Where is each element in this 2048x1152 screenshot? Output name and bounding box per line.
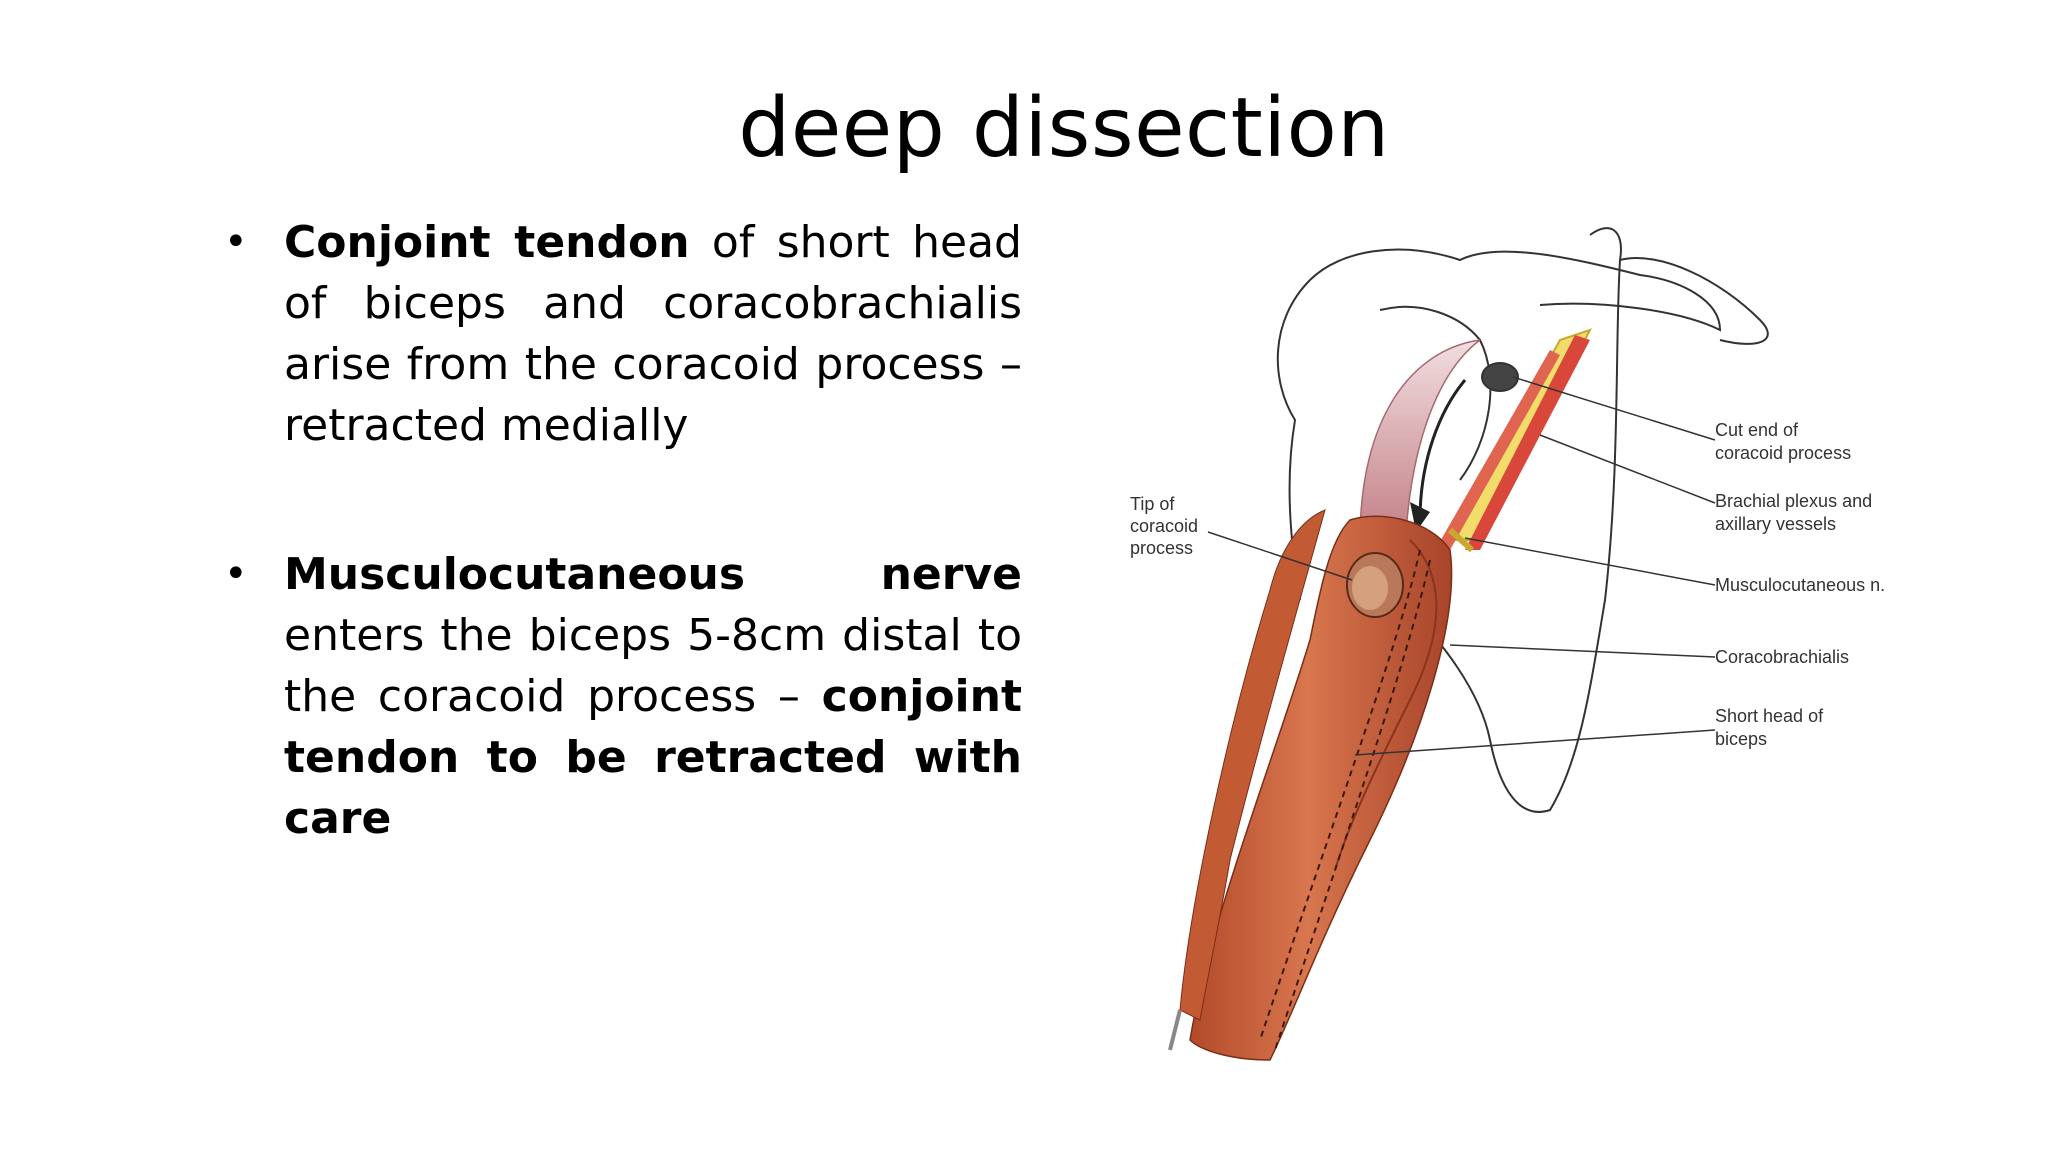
- bullet-bold-lead: Musculocutaneous nerve: [284, 549, 1022, 600]
- biceps-coracobrachialis-muscles: [1168, 509, 1453, 1061]
- label-cut-end-1: Cut end of: [1715, 420, 1799, 440]
- label-leader-lines: [1207, 376, 1716, 756]
- label-short-head-2: biceps: [1715, 729, 1767, 749]
- bullet-item: • Musculocutaneous nerve enters the bice…: [222, 544, 1022, 849]
- shoulder-dissection-drawing: Tip of coracoid process Cut end of corac…: [1130, 227, 1885, 1061]
- bullet-dot-icon: •: [224, 551, 248, 597]
- label-brachial-2: axillary vessels: [1715, 514, 1836, 534]
- label-coracobrachialis: Coracobrachialis: [1715, 647, 1849, 667]
- bullet-text: of short head of biceps and coracobrachi…: [284, 217, 1022, 451]
- label-cut-end-2: coracoid process: [1715, 443, 1851, 463]
- bullet-list: • Conjoint tendon of short head of bicep…: [222, 212, 1022, 849]
- slide-title: deep dissection: [738, 81, 1390, 176]
- label-tip-coracoid-1: Tip of: [1130, 494, 1175, 514]
- bullet-text: enters the biceps 5-8cm distal to the co…: [284, 610, 1022, 722]
- conjoint-tendon: [1359, 339, 1481, 551]
- bullet-bold-tail: conjoint tendon to be retracted with car…: [284, 671, 1022, 844]
- label-tip-coracoid-2: coracoid: [1130, 516, 1198, 536]
- coracoid-tip: [1346, 552, 1404, 618]
- bullet-dot-icon: •: [224, 219, 248, 265]
- bullet-bold-lead: Conjoint tendon: [284, 217, 690, 268]
- label-musculocutaneous: Musculocutaneous n.: [1715, 575, 1885, 595]
- anatomy-illustration: Tip of coracoid process Cut end of corac…: [1120, 220, 1920, 1100]
- brachial-plexus-vessels: [1438, 328, 1593, 553]
- label-tip-coracoid-3: process: [1130, 538, 1193, 558]
- bullet-item: • Conjoint tendon of short head of bicep…: [222, 212, 1022, 456]
- label-short-head-1: Short head of: [1715, 706, 1824, 726]
- label-brachial-1: Brachial plexus and: [1715, 491, 1872, 511]
- figure-labels: Tip of coracoid process Cut end of corac…: [1130, 420, 1885, 749]
